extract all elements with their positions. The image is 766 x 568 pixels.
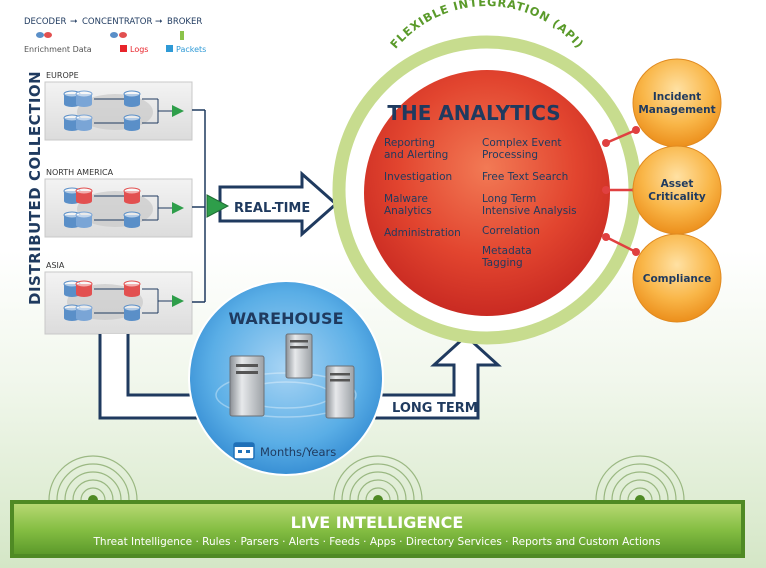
- region-label-asia: ASIA: [46, 261, 65, 270]
- server-icon: [325, 365, 355, 419]
- broker-icon: [172, 202, 184, 214]
- decoder-icon: [75, 304, 93, 321]
- signal-wave-arc: [64, 471, 122, 501]
- asset-label-1: Asset: [661, 178, 694, 190]
- analytics-left-item-1-line-0: Investigation: [384, 171, 452, 183]
- output-nodes: Incident Management Asset Criticality Co…: [632, 58, 722, 323]
- legend-broker: BROKER: [167, 17, 202, 27]
- warehouse: WAREHOUSE Months/Years: [188, 280, 384, 476]
- decoder-icon: [75, 187, 93, 204]
- analytics-right-item-4-line-1: Tagging: [481, 257, 523, 269]
- concentrator-icon: [123, 187, 141, 204]
- legend-packets: Packets: [176, 45, 206, 54]
- warehouse-title: WAREHOUSE: [229, 309, 344, 328]
- analytics-title: THE ANALYTICS: [387, 101, 560, 125]
- decoder-icon: [75, 114, 93, 131]
- signal-wave-arc: [341, 463, 415, 501]
- incident-label-2: Management: [638, 104, 715, 116]
- compliance-label: Compliance: [643, 273, 711, 285]
- longterm-label: LONG TERM: [392, 401, 478, 416]
- warehouse-circle: [188, 280, 384, 476]
- analytics-circle: [364, 70, 610, 316]
- logs-icon: [110, 32, 127, 38]
- compliance-node: [632, 233, 722, 323]
- live-intelligence-items: Threat Intelligence · Rules · Parsers · …: [93, 536, 661, 548]
- decoder-icon: [75, 280, 93, 297]
- analytics: FLEXIBLE INTEGRATION (API) THE ANALYTICS…: [332, 0, 642, 345]
- signal-wave-arc: [595, 455, 685, 501]
- asset-criticality-node: [632, 145, 722, 235]
- broker-icon: [180, 31, 184, 40]
- analytics-right-item-0-line-0: Complex Event: [482, 137, 561, 149]
- realtime-label: REAL-TIME: [234, 201, 310, 216]
- broker-icon: [172, 295, 184, 307]
- signal-wave-arc: [603, 463, 677, 501]
- asset-label-2: Criticality: [648, 191, 706, 203]
- analytics-right-item-2-line-1: Intensive Analysis: [482, 205, 577, 217]
- signal-wave-arc: [611, 471, 669, 501]
- signal-wave-arc: [56, 463, 130, 501]
- concentrator-icon: [123, 114, 141, 131]
- analytics-left-item-2-line-0: Malware: [384, 193, 428, 205]
- broker-play-icon: [206, 194, 230, 218]
- broker-icon: [172, 105, 184, 117]
- concentrator-icon: [123, 280, 141, 297]
- signal-wave-arc: [627, 487, 653, 501]
- legend-concentrator: CONCENTRATOR: [82, 17, 152, 27]
- signal-wave-arc: [48, 455, 138, 501]
- concentrator-icon: [123, 304, 141, 321]
- signal-wave-arc: [357, 479, 399, 501]
- live-intelligence-bar: LIVE INTELLIGENCE Threat Intelligence · …: [10, 500, 745, 558]
- server-icon: [229, 355, 265, 417]
- collection-connectors: [192, 109, 206, 303]
- analytics-right-item-2-line-0: Long Term: [482, 193, 536, 205]
- analytics-left-item-2-line-1: Analytics: [384, 205, 432, 217]
- signal-wave-arc: [365, 487, 391, 501]
- signal-wave-arc: [619, 479, 661, 501]
- analytics-left-item-0-line-0: Reporting: [384, 137, 435, 149]
- server-icon: [285, 333, 313, 379]
- analytics-right-item-0-line-1: Processing: [482, 149, 538, 161]
- region-label-europe: EUROPE: [46, 71, 79, 80]
- signal-wave-arc: [333, 455, 423, 501]
- legend-arrow-1: ➞: [70, 17, 78, 27]
- live-intelligence-title: LIVE INTELLIGENCE: [291, 513, 464, 532]
- incident-management-node: [632, 58, 722, 148]
- legend-logs: Logs: [130, 45, 148, 54]
- analytics-left-item-0-line-1: and Alerting: [384, 149, 448, 161]
- decoder-icon: [75, 211, 93, 228]
- packets-swatch: [166, 45, 173, 52]
- signal-wave-arc: [80, 487, 106, 501]
- logs-swatch: [120, 45, 127, 52]
- legend-enrichment: Enrichment Data: [24, 45, 92, 54]
- calendar-icon: [233, 442, 255, 460]
- analytics-right-item-4-line-0: Metadata: [482, 245, 532, 257]
- legend: DECODER ➞ CONCENTRATOR ➞ BROKER Enrichme…: [24, 17, 206, 54]
- analytics-left-item-3-line-0: Administration: [384, 227, 461, 239]
- distributed-collection-label: DISTRIBUTED COLLECTION: [26, 71, 44, 305]
- legend-arrow-2: ➞: [155, 17, 163, 27]
- realtime-arrow: REAL-TIME: [206, 170, 339, 238]
- analytics-right-item-1-line-0: Free Text Search: [482, 171, 568, 183]
- enrichment-data-icon: [36, 32, 52, 38]
- live-intelligence-panel: [14, 504, 741, 554]
- warehouse-retention: Months/Years: [260, 445, 336, 459]
- concentrator-icon: [123, 211, 141, 228]
- region-panels: EUROPE NORTH AMERICA ASIA: [44, 71, 193, 335]
- signal-wave-arc: [72, 479, 114, 501]
- analytics-right-item-3-line-0: Correlation: [482, 225, 540, 237]
- decoder-icon: [75, 90, 93, 107]
- signal-wave-arc: [349, 471, 407, 501]
- concentrator-icon: [123, 90, 141, 107]
- legend-decoder: DECODER: [24, 17, 66, 27]
- region-label-north-america: NORTH AMERICA: [46, 168, 114, 177]
- signal-waves: [48, 455, 685, 505]
- incident-label-1: Incident: [653, 91, 701, 103]
